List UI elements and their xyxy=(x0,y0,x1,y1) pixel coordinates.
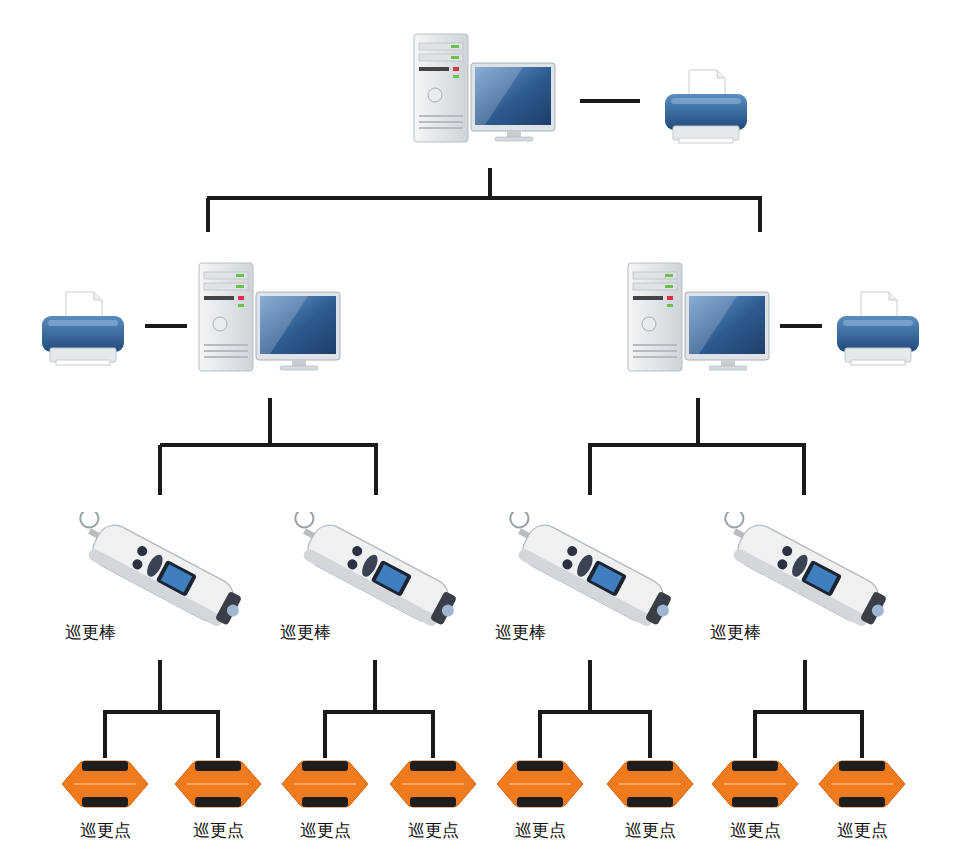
node-label: 巡更棒 xyxy=(494,622,547,642)
point-icon xyxy=(705,756,805,812)
patrol-point: 巡更点 xyxy=(383,756,483,852)
patrol-point: 巡更点 xyxy=(600,756,700,852)
node-label: 巡更点 xyxy=(836,820,889,840)
node-label: 巡更点 xyxy=(192,820,245,840)
connector xyxy=(540,662,590,756)
wire xyxy=(207,168,762,232)
node-label: 巡更棒 xyxy=(279,622,332,642)
wire xyxy=(780,324,822,328)
wire xyxy=(160,398,378,495)
connector xyxy=(590,662,650,756)
patrol-point: 巡更点 xyxy=(275,756,375,852)
point-icon xyxy=(812,756,912,812)
node-label: 巡更点 xyxy=(729,820,782,840)
connector xyxy=(105,662,160,756)
patrol-stick: 巡更棒 xyxy=(490,512,690,662)
point-icon xyxy=(383,756,483,812)
connector xyxy=(325,662,375,756)
node-label: 巡更点 xyxy=(514,820,567,840)
patrol-point: 巡更点 xyxy=(168,756,268,852)
connector xyxy=(805,662,862,756)
node-label: 巡更点 xyxy=(79,820,132,840)
node-label: 巡更点 xyxy=(624,820,677,840)
connector xyxy=(160,662,218,756)
patrol-point: 巡更点 xyxy=(490,756,590,852)
node-label: 巡更棒 xyxy=(64,622,117,642)
connector xyxy=(375,662,433,756)
point-icon xyxy=(600,756,700,812)
point-icon xyxy=(275,756,375,812)
node-label: 巡更棒 xyxy=(709,622,762,642)
point-icon xyxy=(55,756,155,812)
wire xyxy=(588,398,806,495)
wire xyxy=(580,99,640,103)
computer xyxy=(414,34,555,142)
patrol-point: 巡更点 xyxy=(705,756,805,852)
printer xyxy=(42,292,124,365)
patrol-point: 巡更点 xyxy=(55,756,155,852)
computer xyxy=(628,263,769,371)
patrol-stick: 巡更棒 xyxy=(705,512,905,662)
node-label: 巡更点 xyxy=(299,820,352,840)
patrol-stick: 巡更棒 xyxy=(60,512,260,662)
connector xyxy=(755,662,805,756)
point-icon xyxy=(490,756,590,812)
wire xyxy=(145,324,187,328)
patrol-stick: 巡更棒 xyxy=(275,512,475,662)
printer xyxy=(837,292,919,365)
node-label: 巡更点 xyxy=(407,820,460,840)
point-icon xyxy=(168,756,268,812)
patrol-point: 巡更点 xyxy=(812,756,912,852)
printer xyxy=(665,70,747,143)
computer xyxy=(199,263,340,371)
